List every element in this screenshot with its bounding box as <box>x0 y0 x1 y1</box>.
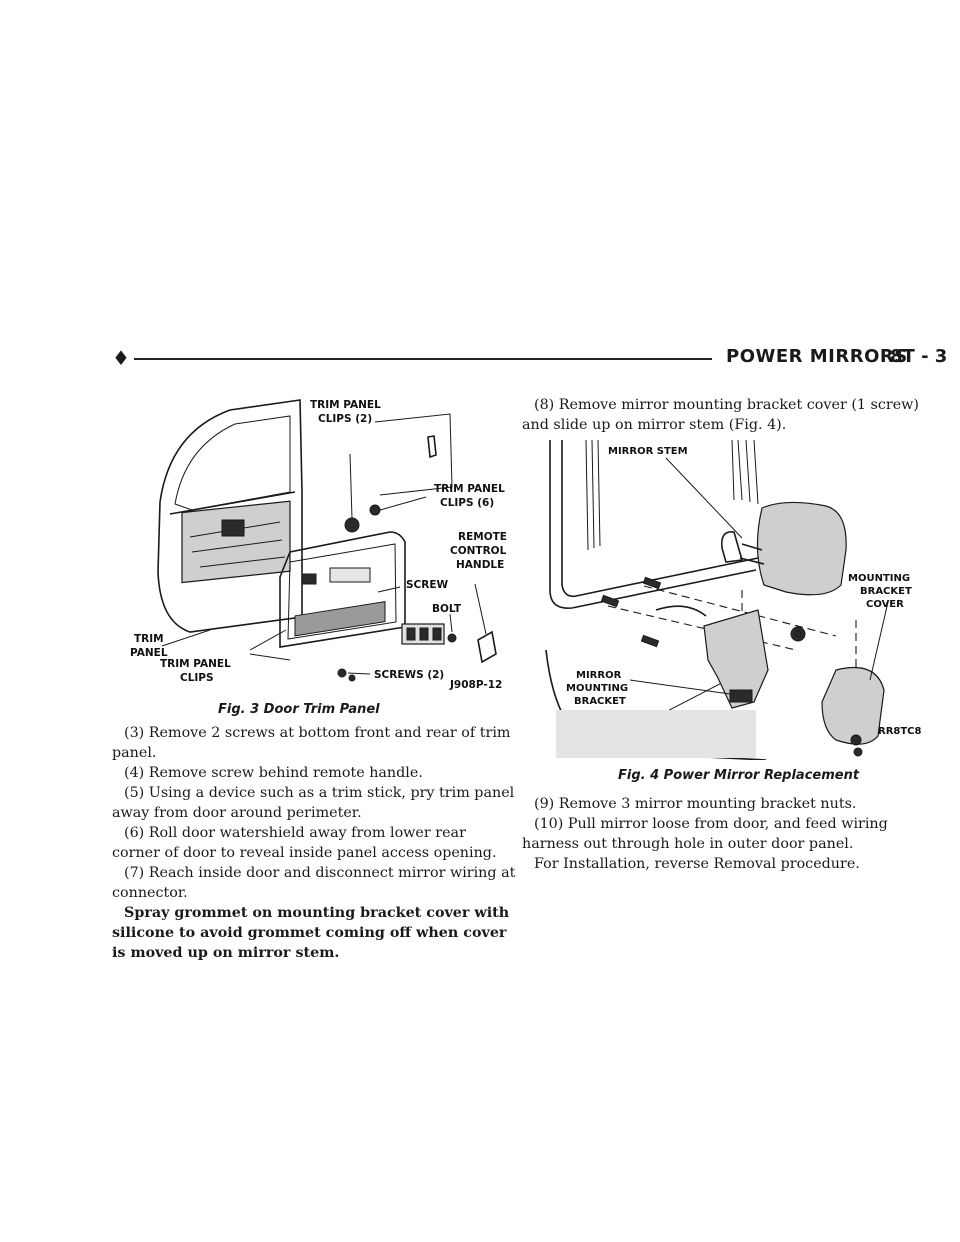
label-mounting-bracket-cover-line3: COVER <box>866 599 904 610</box>
label-mirror-mounting-bracket-line2: MOUNTING <box>566 683 628 694</box>
section-title: POWER MIRRORS <box>726 346 908 367</box>
figure-4-power-mirror-replacement: MIRROR STEM MOUNTING BRACKET COVER MIRRO… <box>536 440 940 760</box>
label-mirror-mounting-bracket-line3: BRACKET <box>574 696 626 707</box>
label-trim-panel-clips-2-line2: CLIPS (2) <box>318 413 372 425</box>
page-header: ♦ POWER MIRRORS 8T - 3 <box>112 346 960 376</box>
right-column-intro: (8) Remove mirror mounting bracket cover… <box>522 395 940 435</box>
label-trim-panel-clips-line2: CLIPS <box>180 672 214 684</box>
header-rule <box>134 358 712 360</box>
step-8: (8) Remove mirror mounting bracket cover… <box>522 397 919 433</box>
label-bolt: BOLT <box>432 603 462 615</box>
right-column-text: (9) Remove 3 mirror mounting bracket nut… <box>522 794 940 874</box>
label-figure-code-4: RR8TC8 <box>878 726 922 737</box>
label-remote-line1: REMOTE <box>458 531 507 543</box>
step-6: (6) Roll door watershield away from lowe… <box>112 825 497 861</box>
step-9: (9) Remove 3 mirror mounting bracket nut… <box>534 796 857 812</box>
step-3: (3) Remove 2 screws at bottom front and … <box>112 725 511 761</box>
door-trim-panel-illustration: TRIM PANEL CLIPS (2) TRIM PANEL CLIPS (6… <box>130 399 507 691</box>
step-10: (10) Pull mirror loose from door, and fe… <box>522 816 888 852</box>
label-trim-panel-line2: PANEL <box>130 647 168 659</box>
installation-note: For Installation, reverse Removal proced… <box>534 856 860 872</box>
label-figure-code-3: J908P-12 <box>449 679 502 691</box>
label-mounting-bracket-cover-line2: BRACKET <box>860 586 912 597</box>
left-column-text: (3) Remove 2 screws at bottom front and … <box>112 723 516 963</box>
figure-4-caption: Fig. 4 Power Mirror Replacement <box>618 768 860 783</box>
label-trim-panel-clips-line1: TRIM PANEL <box>160 658 231 670</box>
page-number: 8T - 3 <box>890 346 948 367</box>
label-mounting-bracket-cover-line1: MOUNTING <box>848 573 910 584</box>
step-5: (5) Using a device such as a trim stick,… <box>112 785 515 821</box>
label-trim-panel-clips-6-line1: TRIM PANEL <box>434 483 505 495</box>
label-trim-panel-line1: TRIM <box>134 633 164 645</box>
label-mirror-mounting-bracket-line1: MIRROR <box>576 670 622 681</box>
label-remote-line3: HANDLE <box>456 559 504 571</box>
power-mirror-illustration: MIRROR STEM MOUNTING BRACKET COVER MIRRO… <box>545 440 922 760</box>
step-7: (7) Reach inside door and disconnect mir… <box>112 865 516 901</box>
label-remote-line2: CONTROL <box>450 545 507 557</box>
figure-3-caption: Fig. 3 Door Trim Panel <box>218 702 380 717</box>
label-screw: SCREW <box>406 579 449 591</box>
silicone-note: Spray grommet on mounting bracket cover … <box>112 905 510 961</box>
label-trim-panel-clips-2-line1: TRIM PANEL <box>310 399 381 411</box>
label-screws-2: SCREWS (2) <box>374 669 444 681</box>
label-trim-panel-clips-6-line2: CLIPS (6) <box>440 497 494 509</box>
label-mirror-stem: MIRROR STEM <box>608 446 688 457</box>
figure-3-door-trim-panel: TRIM PANEL CLIPS (2) TRIM PANEL CLIPS (6… <box>130 392 520 692</box>
diamond-bullet-icon: ♦ <box>112 346 130 370</box>
step-4: (4) Remove screw behind remote handle. <box>124 765 423 781</box>
